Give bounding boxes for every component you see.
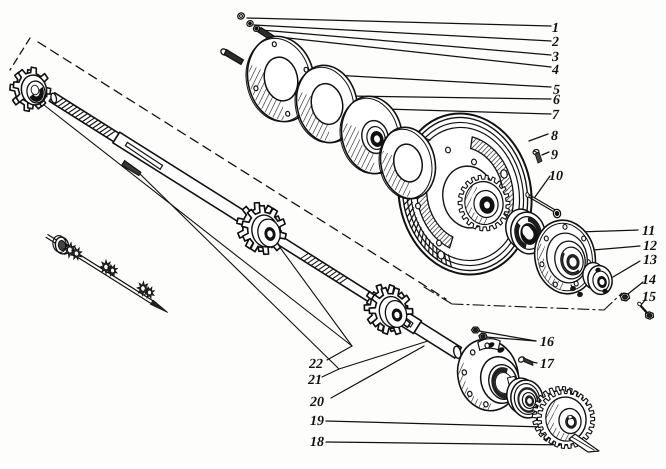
svg-text:13: 13 — [643, 253, 657, 268]
svg-text:2: 2 — [551, 35, 559, 50]
svg-text:20: 20 — [309, 395, 324, 410]
svg-text:8: 8 — [551, 129, 558, 144]
svg-text:5: 5 — [553, 83, 560, 98]
svg-text:7: 7 — [552, 108, 560, 123]
svg-text:11: 11 — [642, 224, 655, 239]
svg-text:17: 17 — [540, 357, 555, 372]
svg-text:1: 1 — [552, 21, 559, 36]
svg-text:15: 15 — [642, 290, 656, 305]
svg-text:18: 18 — [310, 435, 324, 450]
svg-text:14: 14 — [642, 273, 656, 288]
svg-text:16: 16 — [540, 335, 554, 350]
svg-text:19: 19 — [310, 414, 324, 429]
svg-text:3: 3 — [551, 50, 559, 65]
svg-text:22: 22 — [308, 357, 323, 372]
svg-text:9: 9 — [551, 148, 558, 163]
svg-text:21: 21 — [307, 373, 322, 388]
svg-text:10: 10 — [549, 169, 563, 184]
svg-text:12: 12 — [643, 239, 657, 254]
svg-text:4: 4 — [551, 63, 559, 78]
svg-text:6: 6 — [553, 93, 560, 108]
